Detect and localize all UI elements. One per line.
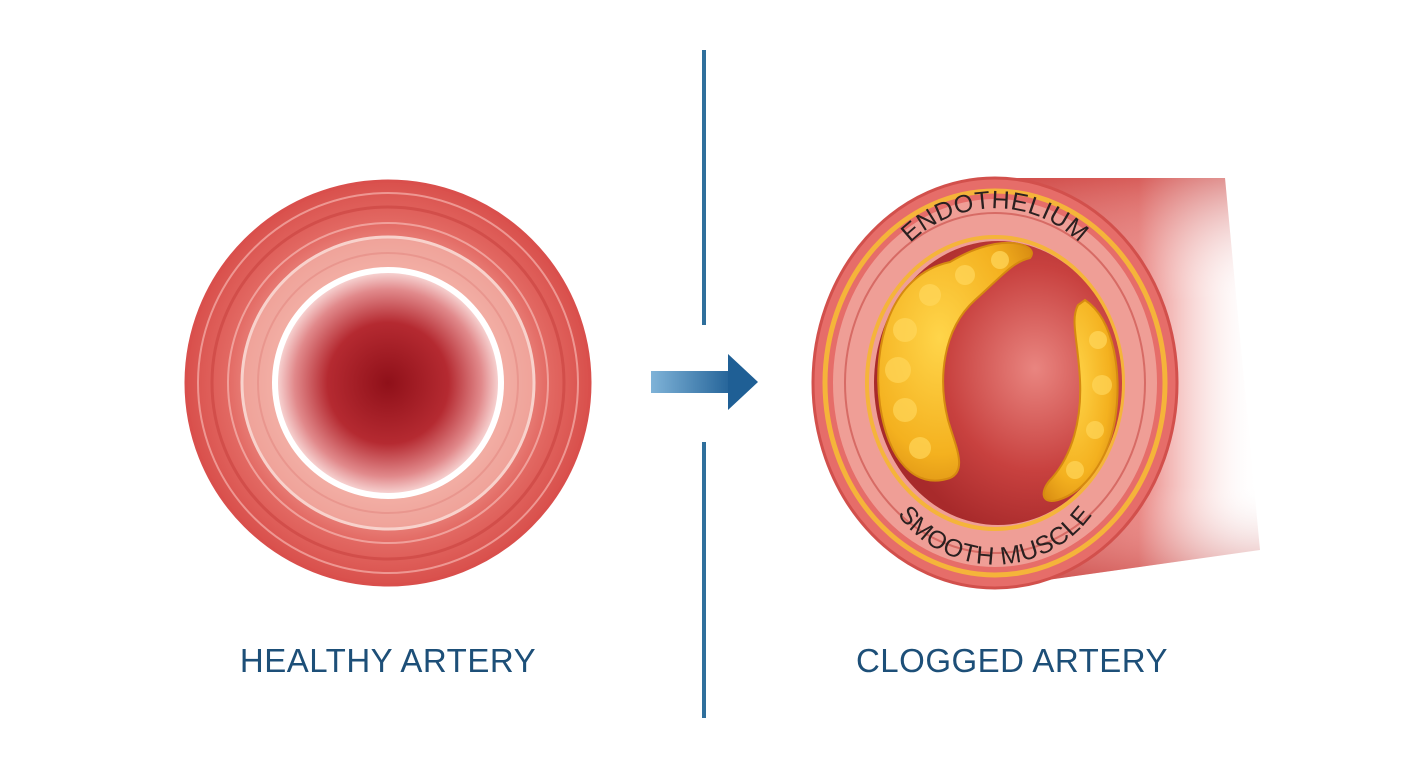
clogged-artery-illustration: ENDOTHELIUM SMOOTH MUSCLE bbox=[811, 176, 1260, 590]
plaque-deposit-left bbox=[877, 242, 1033, 482]
clogged-artery-caption: CLOGGED ARTERY bbox=[856, 642, 1168, 679]
healthy-artery-illustration bbox=[184, 179, 592, 587]
right-arrow-icon bbox=[651, 354, 758, 410]
plaque-deposit-right bbox=[1042, 298, 1119, 502]
healthy-artery-caption: HEALTHY ARTERY bbox=[240, 642, 536, 679]
